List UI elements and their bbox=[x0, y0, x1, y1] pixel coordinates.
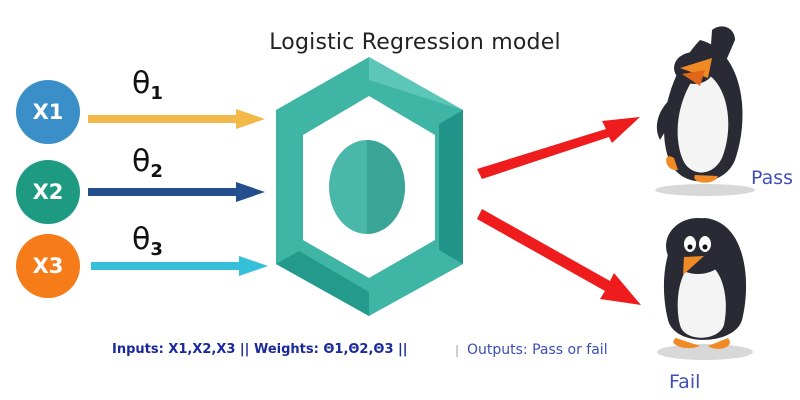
input-node-label: X2 bbox=[32, 180, 64, 204]
output-label-pass: Pass bbox=[751, 167, 794, 189]
input-arrow-1 bbox=[88, 109, 265, 129]
input-node-x2: X2 bbox=[16, 160, 80, 224]
input-node-label: X3 bbox=[32, 254, 64, 278]
weight-index: 3 bbox=[150, 239, 163, 260]
weight-index: 2 bbox=[150, 161, 163, 182]
weight-symbol: θ bbox=[132, 144, 151, 179]
sad-penguin-icon bbox=[657, 218, 753, 360]
caption-outputs: Outputs: Pass or fail bbox=[467, 342, 608, 358]
caption-inputs-weights: Inputs: X1,X2,X3 || Weights: Θ1,Θ2,Θ3 || bbox=[112, 342, 408, 357]
weight-label-3: θ3 bbox=[132, 222, 163, 260]
input-node-x1: X1 bbox=[16, 80, 80, 144]
weight-symbol: θ bbox=[132, 222, 151, 257]
input-arrow-3 bbox=[91, 256, 268, 276]
weight-label-1: θ1 bbox=[132, 66, 163, 104]
weight-label-2: θ2 bbox=[132, 144, 163, 182]
caption-divider bbox=[456, 345, 458, 357]
input-node-x3: X3 bbox=[16, 234, 80, 298]
happy-penguin-icon bbox=[655, 26, 755, 196]
input-arrow-2 bbox=[88, 182, 265, 202]
output-arrow-pass bbox=[477, 117, 640, 179]
weight-index: 1 bbox=[150, 83, 163, 104]
output-label-fail: Fail bbox=[669, 371, 701, 393]
input-node-label: X1 bbox=[32, 100, 64, 124]
output-arrow-fail bbox=[477, 209, 641, 305]
hexagon-model-icon bbox=[276, 57, 463, 316]
diagram-title: Logistic Regression model bbox=[269, 30, 561, 55]
weight-symbol: θ bbox=[132, 66, 151, 101]
